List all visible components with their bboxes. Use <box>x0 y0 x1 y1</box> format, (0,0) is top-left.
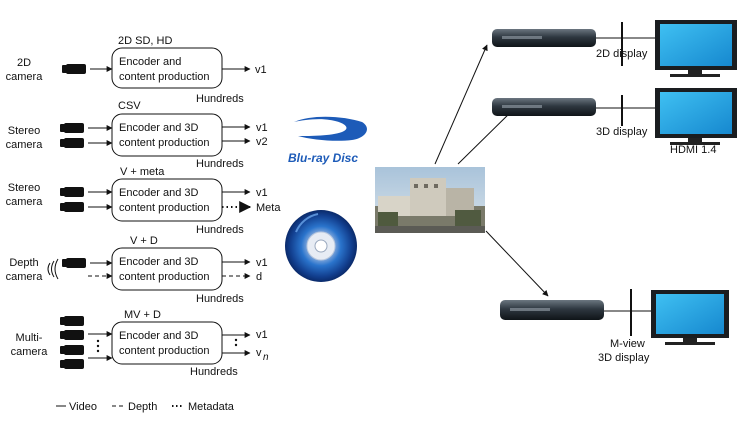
row-stereo-camera-meta: Stereo camera V + meta Encoder and 3D co… <box>6 166 282 236</box>
output-label: v1 <box>256 257 268 269</box>
encoder-box <box>111 47 223 89</box>
encoder-box-label: content production <box>119 137 210 149</box>
output-label: Meta <box>256 202 281 214</box>
display-label: 3D display <box>596 126 648 138</box>
video-camera-icon <box>60 138 84 148</box>
video-camera-icon <box>60 202 84 212</box>
output-label: v2 <box>256 136 268 148</box>
video-camera-icon <box>60 316 84 326</box>
row-stereo-camera-csv: Stereo camera CSV Encoder and 3D content… <box>6 100 268 170</box>
bluray-logo-text: Blu-ray Disc <box>288 151 358 165</box>
encoder-box-label: content production <box>119 345 210 357</box>
camera-label: camera <box>6 271 44 283</box>
output-subscript: n <box>263 352 269 363</box>
output-label: v1 <box>256 122 268 134</box>
camera-label: Multi- <box>16 332 43 344</box>
output-label: v1 <box>256 187 268 199</box>
encoder-box <box>111 321 223 365</box>
rate-label: Hundreds <box>196 158 244 170</box>
video-camera-icon <box>60 345 84 355</box>
row-depth-camera: Depth camera V + D Encoder and 3D conten… <box>6 235 268 305</box>
legend-video-label: Video <box>69 401 97 413</box>
broadcast-source-photo <box>375 167 485 233</box>
display-label: M-view <box>610 338 645 350</box>
rate-label: Hundreds <box>190 366 238 378</box>
encoder-box-label: Encoder and 3D <box>119 330 199 342</box>
output-label: v1 <box>255 64 267 76</box>
encoder-box-label: content production <box>119 71 210 83</box>
output-label: d <box>256 271 262 283</box>
bluray-disc-icon <box>285 210 357 282</box>
row-2d-camera: 2D camera 2D SD, HD Encoder and content … <box>6 35 267 105</box>
camera-label: Stereo <box>8 125 40 137</box>
legend: Video Depth Metadata <box>56 401 235 413</box>
encoder-box-label: Encoder and 3D <box>119 256 199 268</box>
bluray-logo: Blu-ray Disc <box>288 116 367 165</box>
encoder-box-label: Encoder and 3D <box>119 122 199 134</box>
tv-3d-icon <box>655 88 737 145</box>
video-camera-icon <box>62 64 86 74</box>
box-title: MV + D <box>124 309 161 321</box>
box-title: V + meta <box>120 166 165 178</box>
legend-depth-label: Depth <box>128 401 157 413</box>
blu-ray-player-1 <box>492 29 596 47</box>
encoder-box-label: content production <box>119 271 210 283</box>
encoder-box-label: Encoder and 3D <box>119 187 199 199</box>
video-camera-icon <box>62 258 86 268</box>
tv-multiview-icon <box>651 290 729 345</box>
display-label: 3D display <box>598 352 650 364</box>
camera-label: Depth <box>9 257 38 269</box>
camera-label: camera <box>11 346 49 358</box>
blu-ray-player-2 <box>492 98 596 116</box>
display-interface-label: HDMI 1.4 <box>670 144 716 156</box>
box-title: CSV <box>118 100 141 112</box>
display-label: 2D display <box>596 48 648 60</box>
camera-label: camera <box>6 139 44 151</box>
video-camera-icon <box>60 359 84 369</box>
encoder-box <box>111 178 223 222</box>
encoder-box-label: Encoder and <box>119 56 181 68</box>
encoder-box <box>111 113 223 157</box>
video-camera-icon <box>60 330 84 340</box>
camera-label: camera <box>6 196 44 208</box>
tv-2d-icon <box>655 20 737 77</box>
box-title: V + D <box>130 235 158 247</box>
camera-label: camera <box>6 71 44 83</box>
legend-metadata-label: Metadata <box>188 401 235 413</box>
rate-label: Hundreds <box>196 224 244 236</box>
row-multi-camera: Multi- camera MV + D Encoder and 3D cont… <box>11 309 269 378</box>
camera-label: 2D <box>17 57 31 69</box>
rate-label: Hundreds <box>196 293 244 305</box>
depth-sensor-icon <box>47 258 59 280</box>
blu-ray-player-3 <box>500 300 604 320</box>
box-title: 2D SD, HD <box>118 35 172 47</box>
encoder-box-label: content production <box>119 202 210 214</box>
camera-label: Stereo <box>8 182 40 194</box>
output-label: v1 <box>256 329 268 341</box>
output-label: v <box>256 347 262 359</box>
video-camera-icon <box>60 123 84 133</box>
encoder-box <box>111 247 223 291</box>
rate-label: Hundreds <box>196 93 244 105</box>
video-camera-icon <box>60 187 84 197</box>
